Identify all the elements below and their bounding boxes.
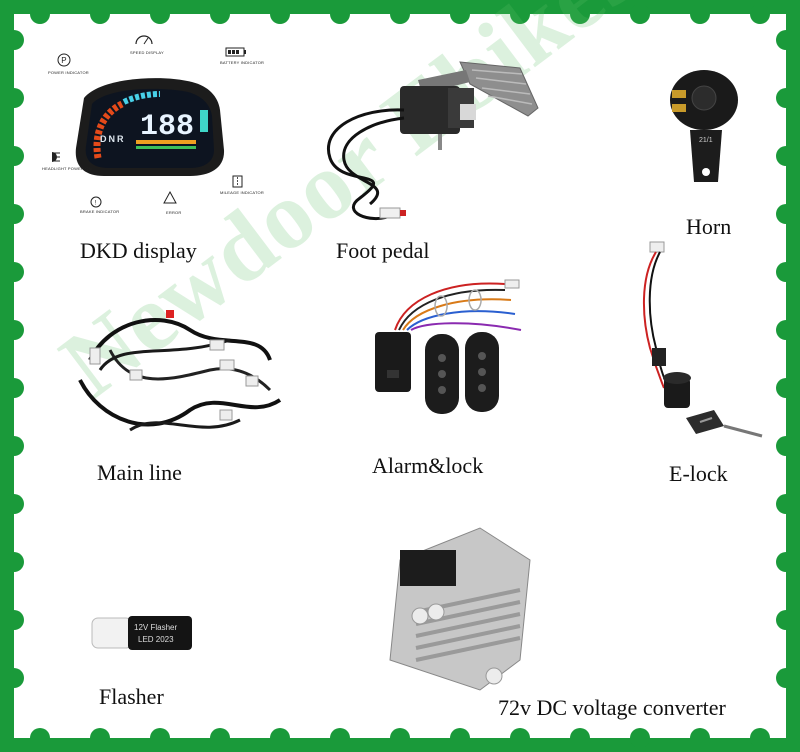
- indicator-headlight: HEADLIGHT POWER ON: [42, 166, 92, 171]
- border-scallop: [776, 436, 796, 456]
- border-scallop: [450, 728, 470, 748]
- border-scallop: [776, 494, 796, 514]
- border-scallop: [750, 728, 770, 748]
- road-icon: [232, 175, 243, 188]
- border-scallop: [4, 610, 24, 630]
- border-scallop: [270, 4, 290, 24]
- border-scallop: [390, 4, 410, 24]
- caption-main-line: Main line: [97, 460, 182, 485]
- border-scallop: [776, 610, 796, 630]
- indicator-error: ERROR: [166, 210, 182, 215]
- border-scallop: [4, 378, 24, 398]
- border-scallop: [776, 30, 796, 50]
- border-scallop: [4, 30, 24, 50]
- border-scallop: [630, 728, 650, 748]
- e-lock-image: [620, 238, 770, 463]
- border-scallop: [690, 728, 710, 748]
- voltage-converter-image: [370, 520, 540, 695]
- border-scallop: [330, 728, 350, 748]
- indicator-speed-display: SPEED DISPLAY: [130, 50, 164, 55]
- caption-alarm-lock: Alarm&lock: [372, 453, 484, 478]
- border-scallop: [4, 494, 24, 514]
- alarm-lock-image: [365, 270, 535, 430]
- power-p-icon: P: [57, 53, 71, 67]
- border-scallop: [510, 4, 530, 24]
- indicator-mileage: MILEAGE INDICATOR: [220, 190, 264, 195]
- border-scallop: [690, 4, 710, 24]
- horn-image: 21/1: [650, 60, 750, 190]
- border-scallop: [90, 728, 110, 748]
- border-scallop: [570, 728, 590, 748]
- border-scallop: [450, 4, 470, 24]
- border-scallop: [4, 146, 24, 166]
- battery-icon: [225, 47, 246, 57]
- border-scallop: [330, 4, 350, 24]
- border-scallop: [4, 552, 24, 572]
- border-scallop: [776, 320, 796, 340]
- border-scallop: [570, 4, 590, 24]
- warning-icon: [163, 190, 177, 204]
- caption-horn: Horn: [686, 214, 732, 239]
- svg-text:P: P: [61, 56, 66, 65]
- indicator-battery: BATTERY INDICATOR: [220, 60, 265, 65]
- border-scallop: [30, 4, 50, 24]
- caption-dkd-display: DKD display: [80, 238, 197, 263]
- border-scallop: [210, 4, 230, 24]
- border-scallop: [150, 4, 170, 24]
- flasher-label-line2: LED 2023: [138, 635, 174, 644]
- caption-e-lock: E-lock: [669, 461, 728, 486]
- border-scallop: [776, 668, 796, 688]
- border-scallop: [4, 262, 24, 282]
- border-scallop: [4, 88, 24, 108]
- border-scallop: [4, 668, 24, 688]
- dkd-display-item: P !: [40, 30, 280, 220]
- border-scallop: [630, 4, 650, 24]
- border-scallops: [4, 4, 796, 748]
- dkd-display-image: P !: [52, 35, 246, 208]
- caption-foot-pedal: Foot pedal: [336, 238, 430, 263]
- border-scallop: [30, 728, 50, 748]
- horn-part-label: 21/1: [699, 137, 713, 144]
- headlight-icon: [52, 152, 60, 162]
- caption-flasher: Flasher: [99, 684, 164, 709]
- caption-voltage-converter: 72v DC voltage converter: [498, 695, 726, 720]
- border-scallop: [150, 728, 170, 748]
- border-scallop: [210, 728, 230, 748]
- border-scallop: [270, 728, 290, 748]
- border-scallop: [4, 320, 24, 340]
- border-scallop: [776, 88, 796, 108]
- flasher-image: 12V Flasher LED 2023: [90, 610, 210, 660]
- border-scallop: [390, 728, 410, 748]
- gear-indicators: DNR: [100, 134, 126, 144]
- main-line-image: [70, 300, 290, 450]
- foot-pedal-image: [300, 48, 560, 238]
- svg-text:!: !: [95, 201, 97, 207]
- border-scallop: [4, 436, 24, 456]
- border-scallop: [4, 204, 24, 224]
- border-scallop: [510, 728, 530, 748]
- border-scallop: [776, 552, 796, 572]
- border-scallop: [776, 146, 796, 166]
- border-scallop: [776, 262, 796, 282]
- indicator-brake: BRAKE INDICATOR: [80, 209, 120, 214]
- border-scallop: [776, 204, 796, 224]
- speed-digits: 188: [140, 110, 194, 144]
- border-scallop: [776, 378, 796, 398]
- border-scallop: [90, 4, 110, 24]
- flasher-label-line1: 12V Flasher: [134, 623, 177, 632]
- brake-icon: !: [90, 196, 102, 208]
- speedometer-icon: [135, 35, 153, 45]
- indicator-power: POWER INDICATOR: [48, 70, 89, 75]
- border-scallop: [750, 4, 770, 24]
